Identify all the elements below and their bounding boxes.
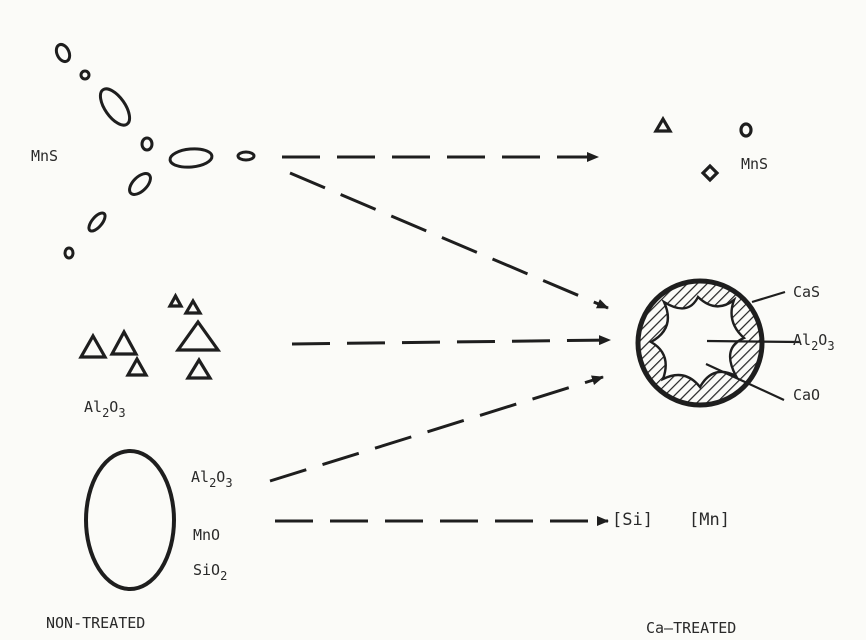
mns-particles-left xyxy=(54,42,256,260)
label-oxide-mno: MnO xyxy=(193,526,221,544)
label-ca-treated: Ca–TREATED xyxy=(646,619,737,637)
mns-particles-right xyxy=(653,115,753,183)
arrow-mns-to-complex xyxy=(289,171,609,310)
label-al2o3-left: Al2O3 xyxy=(84,398,126,420)
complex-oxide-inclusion xyxy=(84,449,176,591)
label-al2o3-right: Al2O3 xyxy=(793,331,835,353)
label-mns-right: MnS xyxy=(741,155,769,173)
mns-particle xyxy=(87,211,107,233)
arrow-al2o3-to-complex xyxy=(291,335,611,346)
mns-particle xyxy=(168,147,214,169)
al2o3-particle xyxy=(78,332,108,359)
mns-particle xyxy=(140,136,154,152)
mns-diamond-particle xyxy=(700,163,720,183)
label-mns-left: MnS xyxy=(31,147,59,165)
leader-cas xyxy=(751,290,786,304)
label-oxide-sio2: SiO2 xyxy=(193,561,228,583)
mns-particle xyxy=(79,69,91,81)
label-non-treated: NON-TREATED xyxy=(46,614,146,632)
al2o3-core xyxy=(648,295,747,390)
label-cas: CaS xyxy=(793,283,821,301)
label-dissolved-si: [Si] xyxy=(612,510,653,530)
complex-inclusion-right xyxy=(635,278,801,408)
mns-particle xyxy=(236,150,256,162)
cas-outer-shell xyxy=(635,278,765,408)
al2o3-particle xyxy=(174,319,222,352)
leader-cao xyxy=(705,363,785,401)
leader-al2o3 xyxy=(706,339,801,344)
label-cao: CaO xyxy=(793,386,821,404)
mns-particle xyxy=(63,246,75,260)
mns-round-particle xyxy=(739,122,753,138)
transformation-arrows xyxy=(269,152,611,526)
mns-particle xyxy=(98,87,132,127)
label-oxide-al2o3: Al2O3 xyxy=(191,468,233,490)
al2o3-particle xyxy=(183,297,203,315)
al2o3-particle xyxy=(125,355,149,377)
mns-particle xyxy=(128,172,152,196)
al2o3-particle xyxy=(109,328,139,356)
label-dissolved-mn: [Mn] xyxy=(689,510,730,530)
al2o3-cluster-left xyxy=(78,292,222,380)
al2o3-particle xyxy=(167,292,184,308)
mns-particle xyxy=(54,42,72,64)
arrow-oxide-to-complex xyxy=(269,375,604,483)
mns-triangle-particle xyxy=(653,115,673,133)
al2o3-particle xyxy=(185,356,213,380)
